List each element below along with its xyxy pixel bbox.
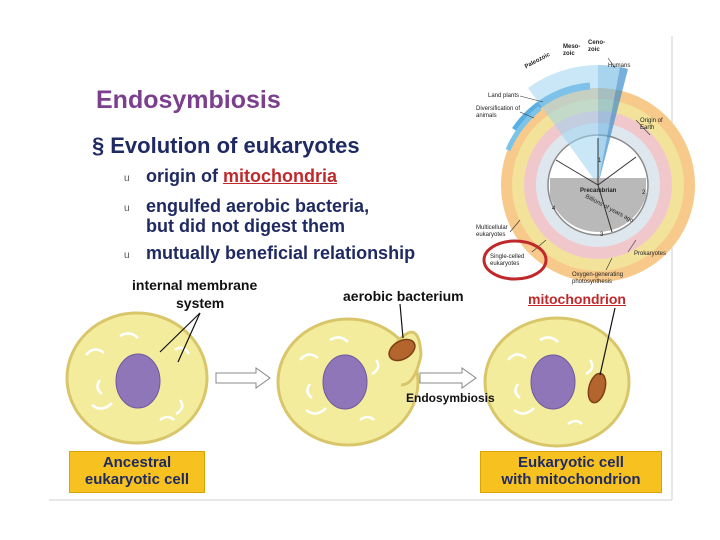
box-eukaryotic-cell: Eukaryotic cell with mitochondrion — [480, 451, 662, 493]
arrow-2 — [419, 367, 477, 389]
box-ancestral-cell: Ancestral eukaryotic cell — [69, 451, 205, 493]
clock-arc-lightblue — [505, 106, 542, 152]
label-single-celled: Single-celled eukaryotes — [490, 254, 525, 267]
label-land-plants: Land plants — [488, 93, 520, 99]
label-humans: Humans — [608, 63, 631, 69]
mitochondria-highlight: mitochondria — [222, 166, 337, 186]
bullet-2-line-2: but did not digest them — [146, 216, 345, 236]
bullet-marker: u — [124, 173, 130, 184]
pointer-multicellular — [509, 219, 521, 233]
geologic-clock — [482, 57, 695, 282]
slide-title: Endosymbiosis — [96, 86, 281, 114]
label-prokaryotes: Prokaryotes — [634, 251, 667, 257]
bullet-1: u — [124, 168, 130, 186]
label-multicellular: Multicellular eukaryotes — [476, 225, 508, 238]
pointer-membrane-1 — [159, 312, 201, 353]
tick-4: 4 — [552, 206, 556, 212]
label-endosymbiosis: Endosymbiosis — [406, 391, 495, 405]
bullet-3: u — [124, 245, 130, 263]
bullet-1-pre: origin of — [146, 166, 223, 186]
pointer-diversification — [519, 111, 535, 119]
pointer-membrane-2 — [177, 312, 201, 363]
heading-text: Evolution of eukaryotes — [110, 133, 360, 158]
bullet-3-text: mutually beneficial relationship — [146, 243, 416, 263]
tick-1: 1 — [598, 158, 602, 164]
bullet-marker: u — [124, 203, 130, 214]
box-left-line-2: eukaryotic cell — [84, 471, 190, 488]
bullet-2-line-1: engulfed aerobic bacteria, — [146, 196, 370, 216]
clock-hand-3 — [555, 159, 599, 186]
pointer-single — [531, 239, 547, 253]
box-left-line-1: Ancestral — [102, 454, 172, 471]
label-system: system — [176, 295, 225, 311]
bullet-marker: u — [124, 250, 130, 261]
tick-2: 2 — [642, 190, 646, 196]
label-mitochondrion: mitochondrion — [528, 291, 626, 307]
bullet-2: u — [124, 198, 130, 216]
pointer-prokaryotes — [627, 239, 637, 253]
bacterium-engulfed — [388, 338, 416, 362]
label-aerobic-bacterium: aerobic bacterium — [343, 288, 464, 304]
clock-hand-4 — [597, 184, 613, 233]
pointer-origin — [635, 119, 651, 136]
era-wedge-cenozoic — [598, 67, 628, 185]
single-celled-highlight — [482, 239, 548, 281]
section-marker: § — [92, 133, 105, 158]
era-wedge-paleozoic — [528, 65, 598, 185]
clock-hand-2 — [597, 156, 637, 186]
pointer-oxygen — [605, 257, 613, 271]
nucleus-3 — [530, 354, 576, 410]
era-wedge-mesozoic — [598, 64, 620, 185]
pointer-mitochondrion — [599, 307, 616, 376]
nucleus-2 — [322, 354, 368, 410]
label-internal-membrane: internal membrane — [132, 277, 258, 293]
precambrian-band — [550, 178, 646, 232]
pointer-land-plants — [519, 95, 544, 103]
pointer-humans — [607, 57, 616, 69]
pointer-bacterium — [399, 303, 404, 339]
box-right-line-1: Eukaryotic cell — [518, 454, 624, 471]
box-right-line-2: with mitochondrion — [501, 471, 641, 488]
label-origin-earth: Origin of Earth — [640, 118, 663, 131]
section-heading: §Evolution of eukaryotes — [92, 133, 360, 159]
cell-engulfing — [276, 317, 423, 447]
label-oxygen: Oxygen-generating photosynthesis — [572, 272, 624, 285]
cell-ancestral — [65, 311, 209, 445]
era-cenozoic: Ceno-zoic — [588, 40, 605, 53]
arrow-1 — [215, 367, 271, 389]
tick-3: 3 — [600, 232, 604, 238]
label-diversification: Diversification of animals — [476, 106, 521, 119]
era-mesozoic: Meso-zoic — [563, 44, 581, 57]
nucleus-1 — [115, 353, 161, 409]
label-precambrian: Precambrian — [580, 188, 617, 194]
cell-eukaryotic — [483, 316, 631, 448]
bullet-1-text: origin of mitochondria — [146, 166, 337, 186]
